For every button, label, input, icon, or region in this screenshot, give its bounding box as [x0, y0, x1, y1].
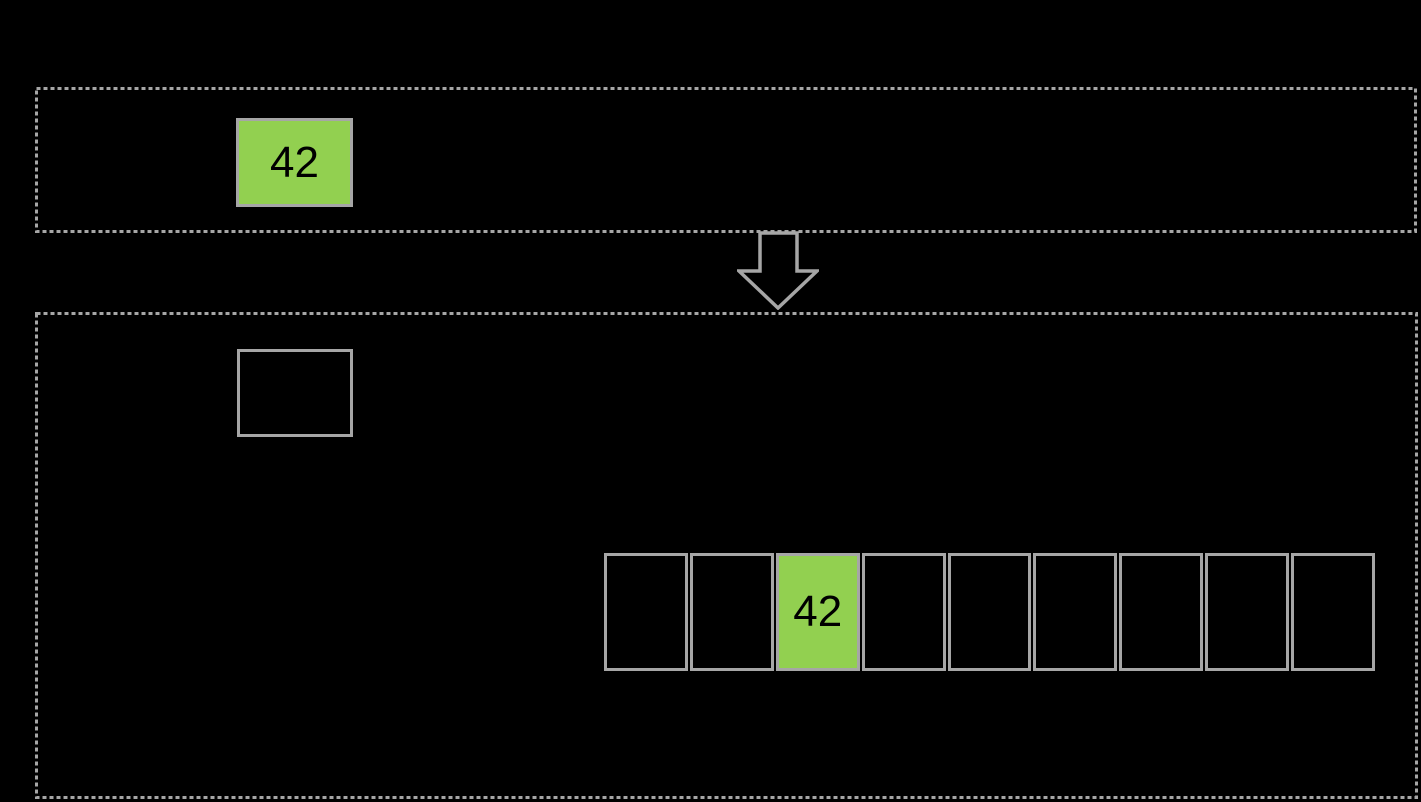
array-cell [1033, 553, 1118, 671]
dashed-border [35, 87, 1417, 233]
array-cell [947, 553, 1032, 671]
value-box: 42 [236, 118, 353, 207]
dashed-border [35, 312, 1418, 799]
array-cell [604, 553, 688, 671]
top-dashed-panel [35, 87, 1417, 233]
value-box-label: 42 [270, 137, 319, 187]
bottom-dashed-panel [35, 312, 1418, 799]
down-arrow-icon [737, 231, 819, 310]
array-cell [861, 553, 946, 671]
array-cell [1119, 553, 1204, 671]
array-cell-highlighted: 42 [775, 553, 860, 671]
reference-box [237, 349, 353, 437]
array: 42 [604, 553, 1376, 671]
array-cell [1205, 553, 1290, 671]
array-cell [1291, 553, 1376, 671]
array-cell [689, 553, 774, 671]
